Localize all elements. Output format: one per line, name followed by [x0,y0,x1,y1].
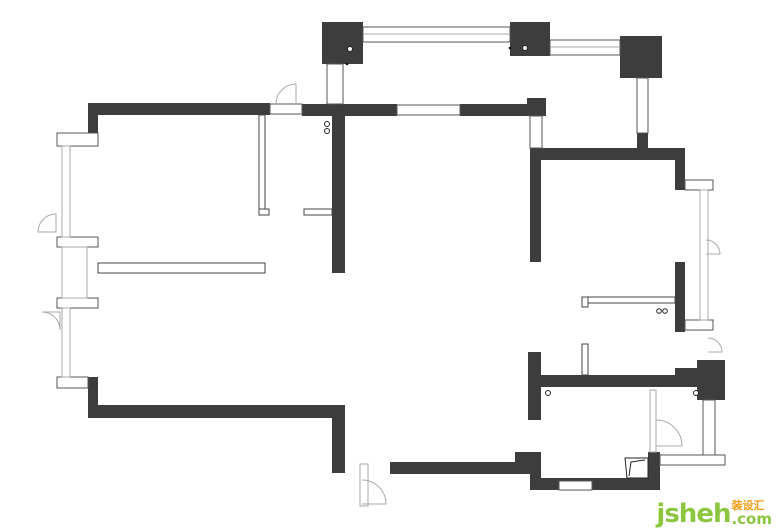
watermark-logo: jsheh 装设汇 .com [656,499,772,529]
doors [37,83,723,505]
pipes [324,45,699,396]
watermark-chinese: 装设汇 [731,499,765,512]
walls [88,22,725,490]
watermark-suffix: .com [731,510,772,528]
watermark-main: jsheh [656,499,731,529]
partitions [97,114,676,479]
windows [56,26,726,507]
